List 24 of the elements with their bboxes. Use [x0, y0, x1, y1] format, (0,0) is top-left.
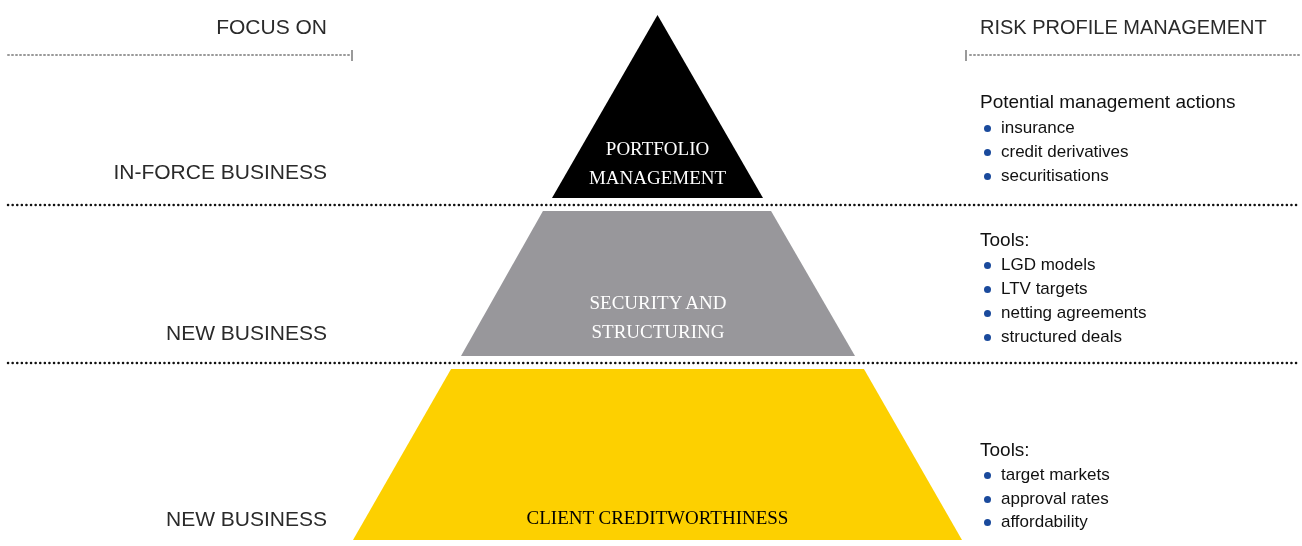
list-item: approval rates [1001, 489, 1109, 509]
middle-tier-trapezoid [461, 211, 855, 356]
tier-label: PORTFOLIO MANAGEMENT [587, 137, 728, 190]
row-label: NEW BUSINESS [165, 321, 327, 345]
list-heading: Tools: [980, 228, 1030, 252]
list-item: structured deals [1001, 327, 1122, 347]
list-item: netting agreements [1001, 303, 1147, 323]
row-label: FOCUS ON [216, 15, 327, 39]
list-item: LGD models [1001, 255, 1096, 275]
base-tier-trapezoid [353, 369, 962, 540]
list-heading: Tools: [980, 438, 1030, 462]
tier-label: CLIENT CREDITWORTHINESS [526, 506, 789, 530]
list-item: affordability [1001, 512, 1088, 532]
list-heading: Potential management actions [980, 90, 1236, 114]
apex-triangle [552, 15, 763, 198]
row-label: NEW BUSINESS [165, 507, 327, 531]
list-item: target markets [1001, 465, 1110, 485]
list-item: insurance [1001, 118, 1075, 138]
list-item: credit derivatives [1001, 142, 1129, 162]
row-label: IN-FORCE BUSINESS [113, 160, 327, 184]
tier-label: SECURITY AND STRUCTURING [588, 291, 728, 344]
list-item: securitisations [1001, 166, 1109, 186]
list-item: LTV targets [1001, 279, 1088, 299]
column-heading: RISK PROFILE MANAGEMENT [980, 15, 1267, 39]
